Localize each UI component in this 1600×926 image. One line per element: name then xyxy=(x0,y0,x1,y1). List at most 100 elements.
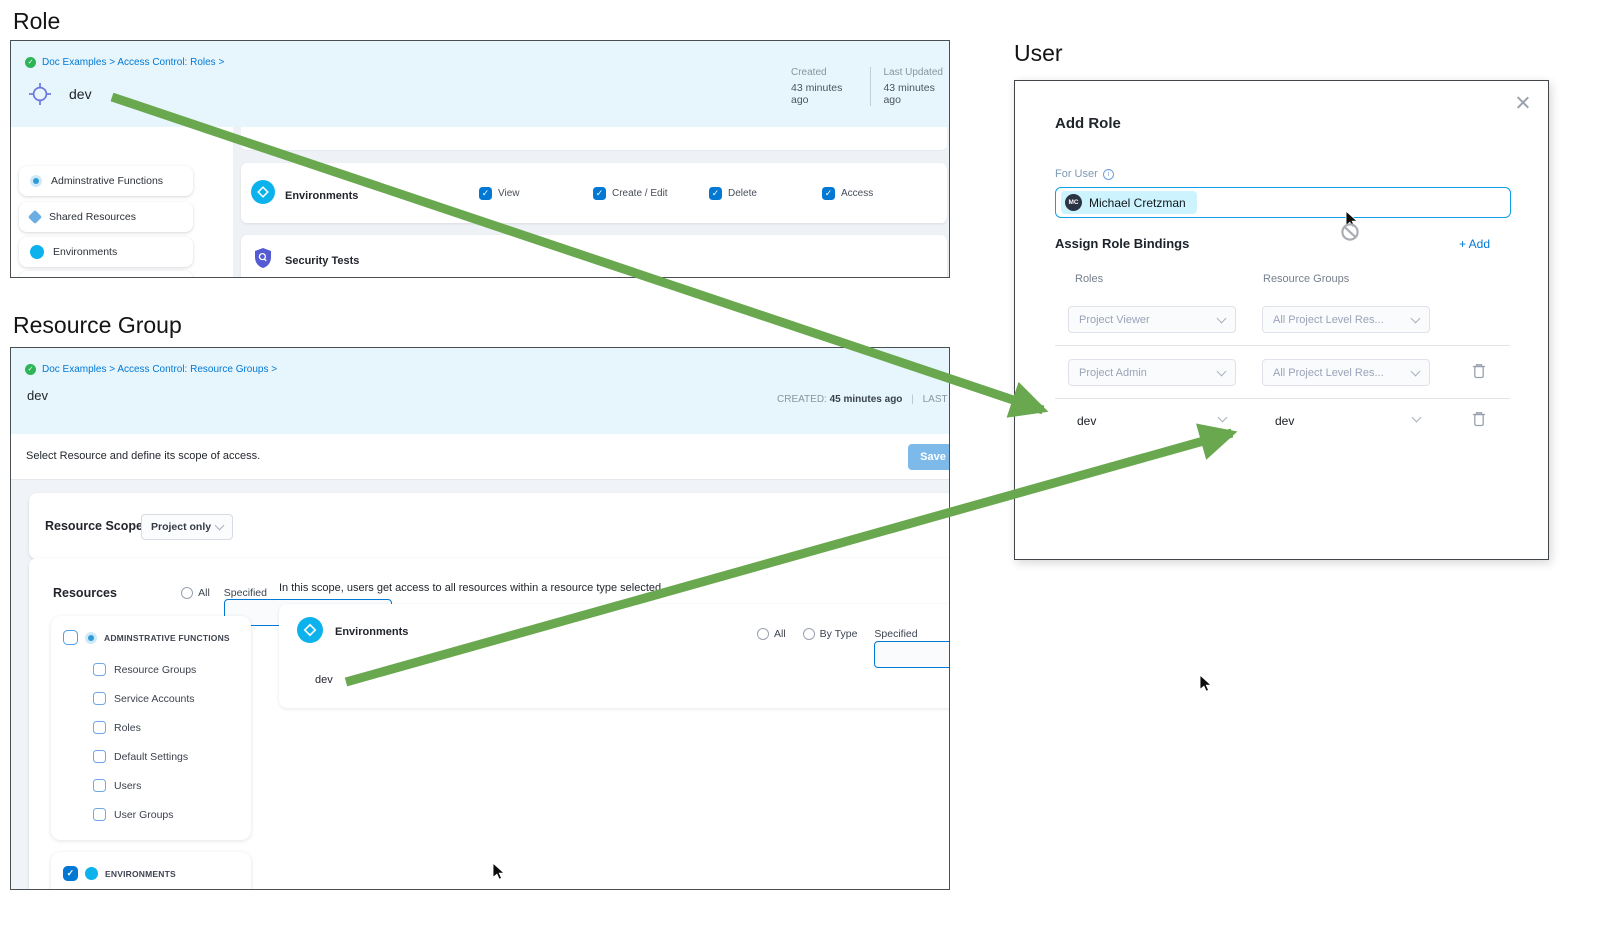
created-value: 45 minutes ago xyxy=(829,394,903,405)
sidebar-item-shared-resources[interactable]: Shared Resources xyxy=(19,202,193,232)
created-label: CREATED: xyxy=(777,394,827,405)
checkbox-checked-icon[interactable] xyxy=(593,187,606,200)
security-tests-row: Security Tests xyxy=(241,235,947,277)
administrative-functions-icon xyxy=(30,175,42,187)
scope-subheader-row: Select Resource and define its scope of … xyxy=(11,434,949,480)
chevron-down-icon xyxy=(1216,366,1227,376)
sidebar-item-environments[interactable]: Environments xyxy=(19,237,193,267)
resource-group-meta: CREATED: 45 minutes ago | LAST UPD xyxy=(777,394,949,405)
select-value: Project Admin xyxy=(1079,366,1147,379)
administrative-functions-icon xyxy=(85,631,97,644)
role-title: dev xyxy=(69,86,92,102)
radio-icon[interactable] xyxy=(757,628,769,640)
sidebar-item-administrative-functions[interactable]: Adminstrative Functions xyxy=(19,166,193,196)
created-value: 43 minutes ago xyxy=(791,82,843,106)
radio-env-specified[interactable]: Specified xyxy=(874,628,949,668)
meta-divider xyxy=(869,67,871,106)
role-select[interactable]: Project Viewer xyxy=(1068,306,1236,333)
for-user-input[interactable]: MC Michael Cretzman xyxy=(1055,187,1511,218)
radio-label: Specified xyxy=(874,628,918,640)
permission-access[interactable]: Access xyxy=(822,187,873,200)
user-chip[interactable]: MC Michael Cretzman xyxy=(1061,191,1197,214)
item-roles[interactable]: Roles xyxy=(93,721,141,734)
permission-delete[interactable]: Delete xyxy=(709,187,757,200)
resource-group-panel-header: Doc Examples > Access Control: Resource … xyxy=(11,348,949,434)
cursor-arrow xyxy=(1199,674,1212,692)
role-select[interactable]: Project Admin xyxy=(1068,359,1236,386)
close-icon[interactable] xyxy=(1514,94,1531,111)
item-default-settings[interactable]: Default Settings xyxy=(93,750,188,763)
trash-icon[interactable] xyxy=(1471,411,1487,429)
permission-view[interactable]: View xyxy=(479,187,520,200)
row-label: Environments xyxy=(285,190,359,202)
group-label: ENVIRONMENTS xyxy=(105,868,176,879)
row-label: Environments xyxy=(335,626,409,638)
item-user-groups[interactable]: User Groups xyxy=(93,808,174,821)
checkbox-checked-icon[interactable] xyxy=(63,866,78,881)
select-value: All Project Level Res... xyxy=(1273,313,1384,326)
checkbox-icon[interactable] xyxy=(93,779,106,792)
resource-group-select[interactable]: All Project Level Res... xyxy=(1262,306,1430,333)
radio-resources-all[interactable]: All xyxy=(181,587,210,599)
trash-icon[interactable] xyxy=(1471,363,1487,381)
permission-label: View xyxy=(498,188,520,199)
checkbox-icon[interactable] xyxy=(93,692,106,705)
resource-scope-value: Project only xyxy=(151,521,212,533)
checkbox-checked-icon[interactable] xyxy=(709,187,722,200)
chevron-down-icon xyxy=(1217,412,1228,423)
checkbox-icon[interactable] xyxy=(63,630,78,645)
scope-hint-text: In this scope, users get access to all r… xyxy=(279,582,662,594)
item-users[interactable]: Users xyxy=(93,779,141,792)
user-chip-name: Michael Cretzman xyxy=(1089,195,1186,210)
radio-selected-icon[interactable] xyxy=(874,641,949,668)
checkbox-checked-icon[interactable] xyxy=(479,187,492,200)
role-panel: Doc Examples > Access Control: Roles > d… xyxy=(10,40,950,278)
add-role-binding-button[interactable]: + Add xyxy=(1458,237,1490,251)
group-environments[interactable]: ENVIRONMENTS xyxy=(63,866,176,881)
checkbox-icon[interactable] xyxy=(93,750,106,763)
binding-row-1: Project Viewer All Project Level Res... xyxy=(1055,293,1510,346)
breadcrumb[interactable]: Doc Examples > Access Control: Roles > xyxy=(25,57,224,68)
environments-group-card: ENVIRONMENTS xyxy=(51,852,251,889)
selected-environment-value: dev xyxy=(315,674,333,686)
add-role-modal: Add Role For User i MC Michael Cretzman … xyxy=(1014,80,1549,560)
chevron-down-icon xyxy=(1216,313,1227,323)
for-user-label-row: For User i xyxy=(1055,168,1114,180)
project-status-icon xyxy=(25,364,36,375)
resource-group-select[interactable]: All Project Level Res... xyxy=(1262,359,1430,386)
environments-icon xyxy=(251,180,275,204)
item-service-accounts[interactable]: Service Accounts xyxy=(93,692,195,705)
save-button[interactable]: Save xyxy=(908,444,949,470)
radio-icon[interactable] xyxy=(802,628,815,640)
info-icon[interactable]: i xyxy=(1102,168,1114,180)
role-meta: Created 43 minutes ago Last Updated 43 m… xyxy=(791,67,949,106)
breadcrumb[interactable]: Doc Examples > Access Control: Resource … xyxy=(25,364,277,375)
checkbox-icon[interactable] xyxy=(93,663,106,676)
radio-resources-specified[interactable]: Specified xyxy=(223,587,392,626)
item-resource-groups[interactable]: Resource Groups xyxy=(93,663,196,676)
chevron-down-icon xyxy=(1411,412,1422,423)
permission-label: Create / Edit xyxy=(612,188,668,199)
environments-permissions-row: Environments View Create / Edit Delete A… xyxy=(241,163,947,223)
role-select[interactable]: dev xyxy=(1077,414,1097,428)
item-label: Default Settings xyxy=(114,750,189,763)
resource-group-panel: Doc Examples > Access Control: Resource … xyxy=(10,347,950,890)
checkbox-icon[interactable] xyxy=(93,808,106,821)
roles-column-header: Roles xyxy=(1075,273,1104,285)
group-administrative-functions[interactable]: ADMINSTRATIVE FUNCTIONS xyxy=(63,630,230,645)
radio-icon[interactable] xyxy=(181,587,194,599)
resource-group-select[interactable]: dev xyxy=(1275,414,1295,428)
role-panel-header: Doc Examples > Access Control: Roles > d… xyxy=(11,41,949,127)
role-target-icon xyxy=(29,83,51,105)
radio-env-by-type[interactable]: By Type xyxy=(802,628,857,640)
resource-groups-column-header: Resource Groups xyxy=(1263,273,1350,285)
checkbox-icon[interactable] xyxy=(93,721,106,734)
sidebar-item-partial xyxy=(19,271,193,277)
radio-env-all[interactable]: All xyxy=(757,628,786,640)
environments-icon xyxy=(297,617,323,643)
permission-create-edit[interactable]: Create / Edit xyxy=(593,187,668,200)
checkbox-checked-icon[interactable] xyxy=(822,187,835,200)
radio-label: All xyxy=(198,587,210,599)
scope-subtitle: Select Resource and define its scope of … xyxy=(26,450,261,462)
resource-scope-dropdown[interactable]: Project only xyxy=(141,514,233,540)
